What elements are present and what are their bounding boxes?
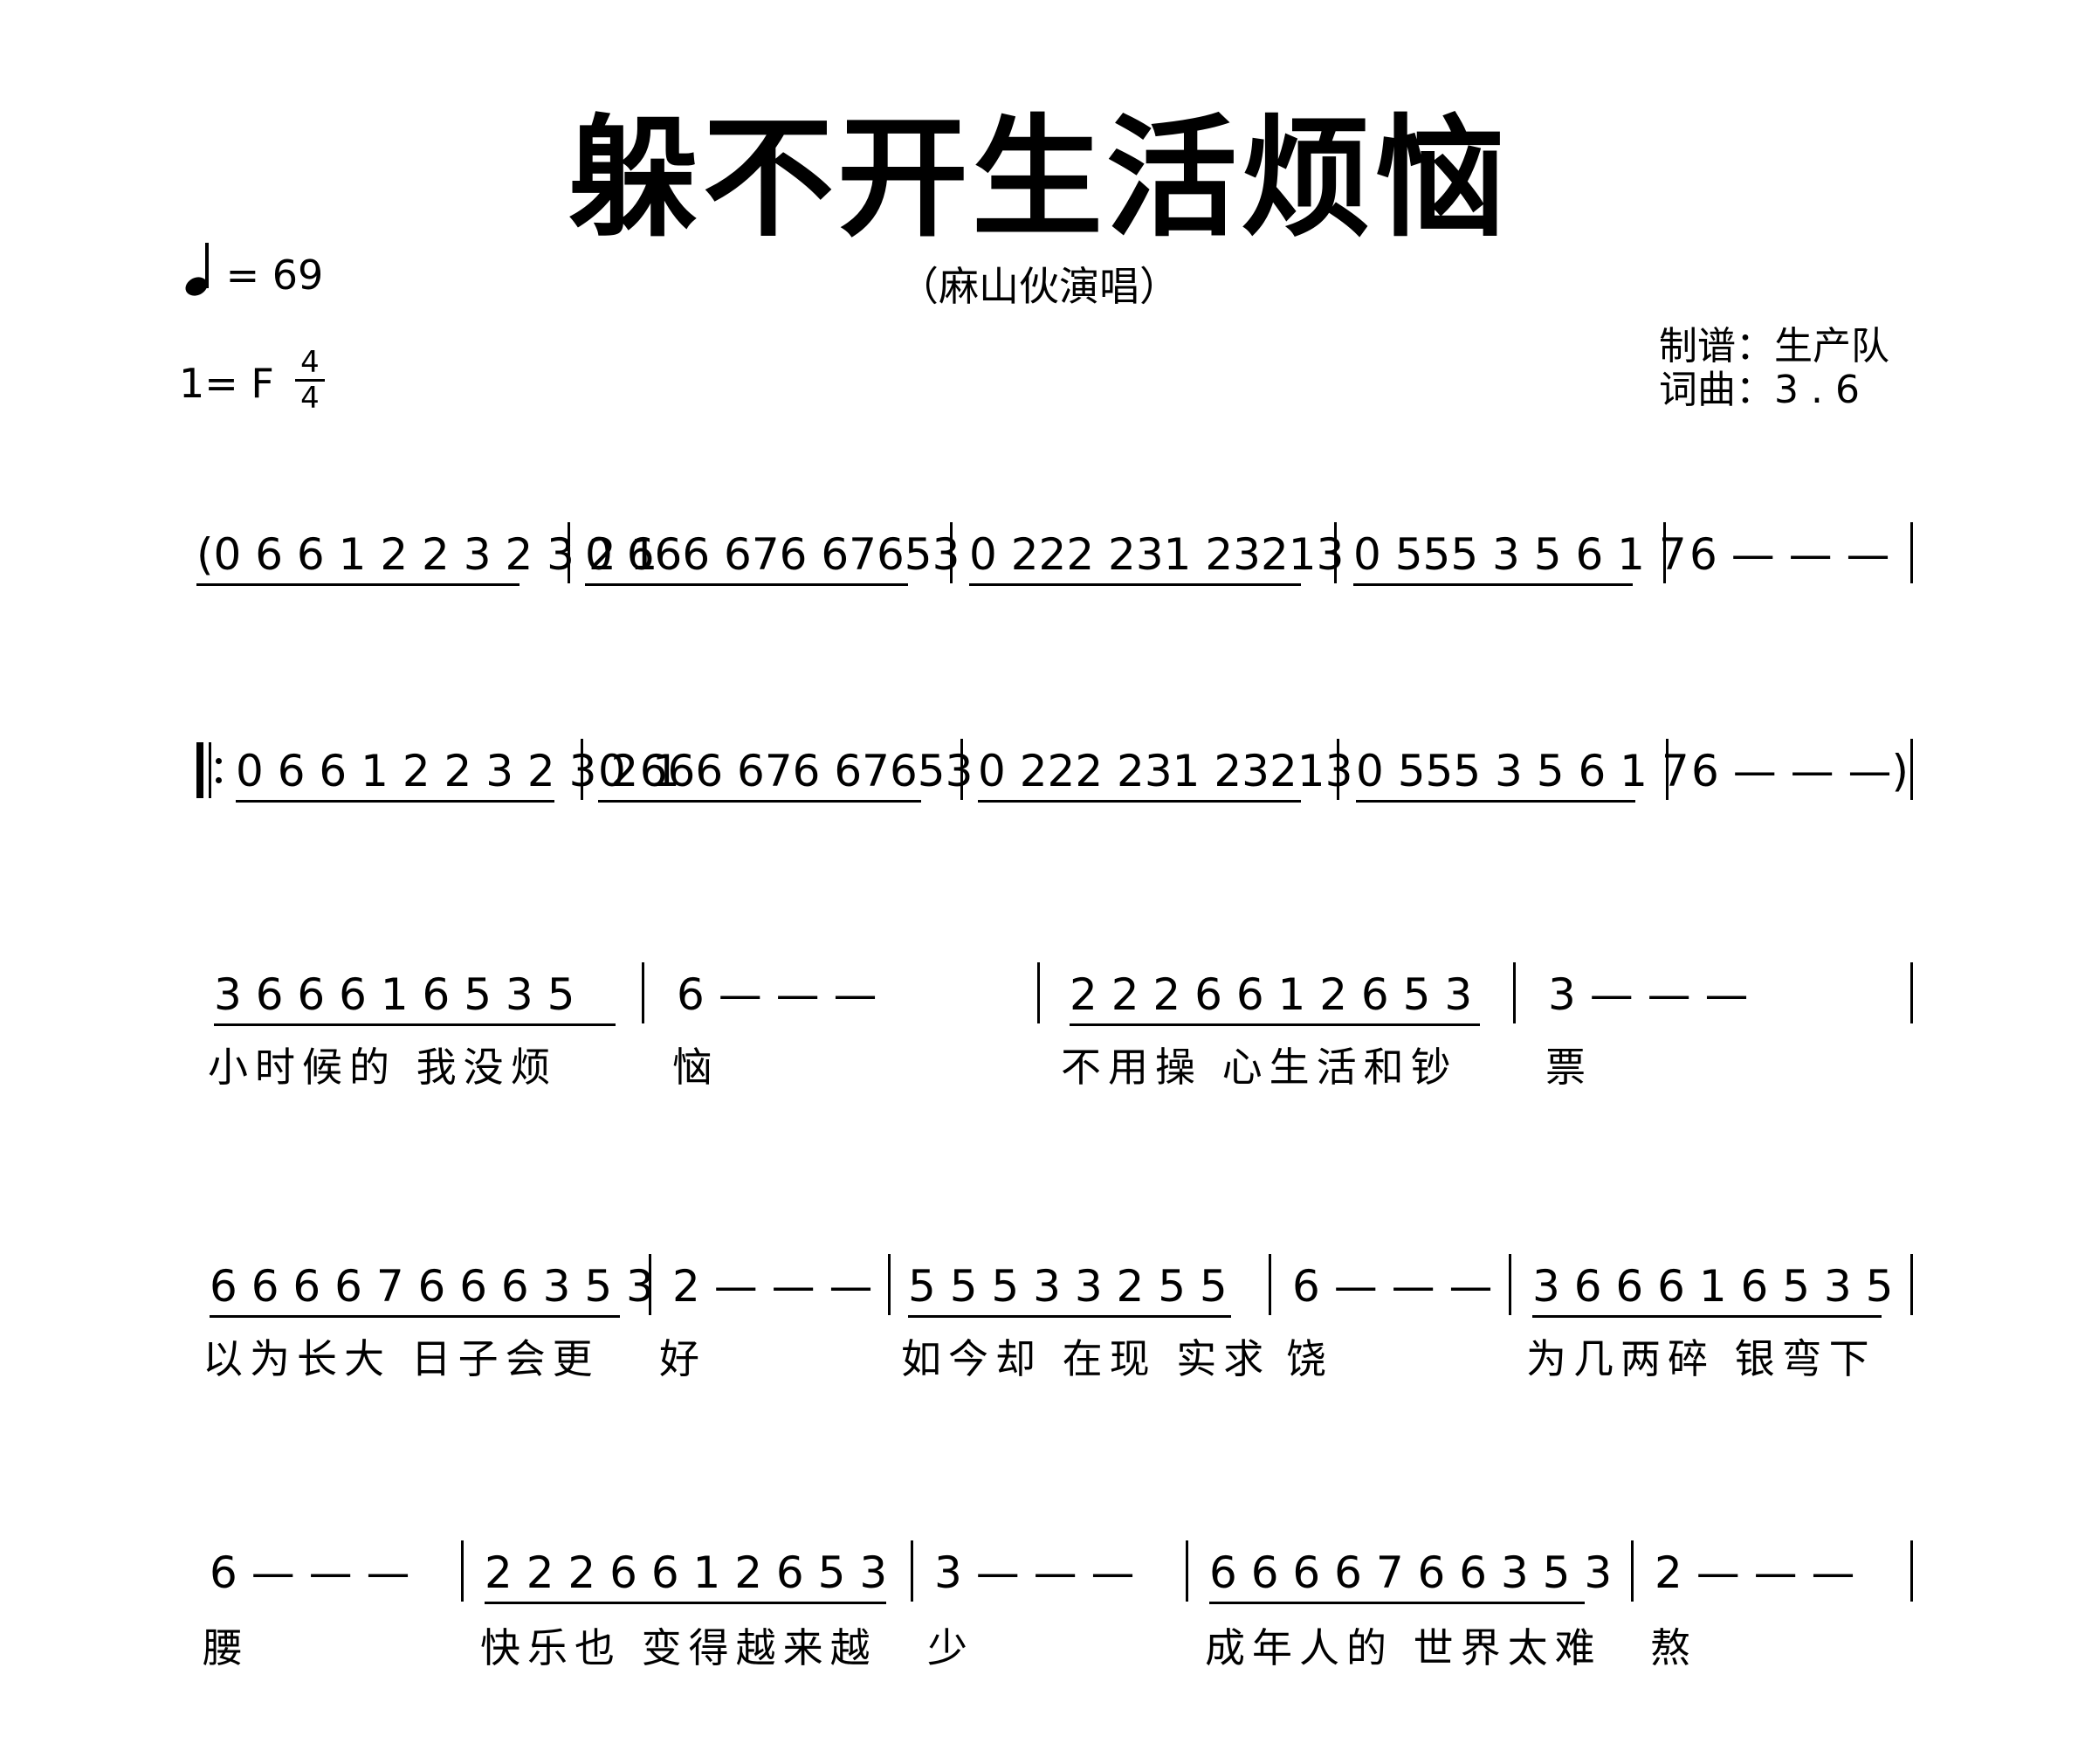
key-signature: 1= F (179, 360, 274, 407)
measure: 6 — — — (1292, 1261, 1493, 1312)
rhythm-underline (1356, 800, 1635, 803)
measure: 0 222 231 23213 (969, 529, 1345, 580)
measure: 2 — — — (672, 1261, 873, 1312)
lyric-line: 快乐也 变得越来越 (480, 1624, 877, 1671)
lyric-line: 腰 (203, 1624, 250, 1671)
score-line: 0 6 6 1 2 2 3 2 3 2 1 0 666 676 67653 0 … (196, 739, 1916, 803)
measure: 0 555 3 5 6 1 7 (1356, 746, 1689, 796)
quarter-note-icon (182, 243, 213, 300)
tempo-marking: = 69 (182, 243, 324, 300)
lyric-line: 熬 (1650, 1624, 1697, 1671)
score-line: 6 6 6 6 7 6 6 6 3 5 3 2 — — — 5 5 5 3 3 … (196, 1254, 1916, 1318)
rhythm-underline (236, 800, 554, 803)
barline (1334, 522, 1337, 583)
rhythm-underline (485, 1602, 886, 1604)
credits: 制谱：生产队 词曲：3 . 6 (1659, 325, 1889, 412)
rhythm-underline (598, 800, 921, 803)
lyric-line: 小时候的 我没烦 (208, 1044, 558, 1091)
measure: 6 — — — (1689, 529, 1890, 580)
barline (1186, 1540, 1188, 1602)
arranger-credit: 制谱：生产队 (1659, 324, 1889, 369)
measure: 2 2 2 6 6 1 2 6 5 3 (1070, 969, 1473, 1020)
barline (1910, 1254, 1913, 1315)
barline (1910, 739, 1913, 800)
lyric-line: 恼 (672, 1044, 719, 1091)
lyric-line: 成年人的 世界太难 (1205, 1624, 1602, 1671)
measure: 3 6 6 6 1 6 5 3 5 (214, 969, 575, 1020)
measure: 6 — — —) (1691, 746, 1909, 796)
measure: 3 — — — (1548, 969, 1749, 1020)
barline (888, 1254, 891, 1315)
barline (1910, 522, 1913, 583)
lyric-line: 好 (659, 1335, 706, 1382)
lyricist-composer-credit: 词曲：3 . 6 (1659, 368, 1860, 412)
rhythm-underline (585, 583, 908, 586)
time-signature-divider (295, 379, 325, 382)
barline (568, 522, 570, 583)
lyric-line: 为几两碎 银弯下 (1526, 1335, 1876, 1382)
rhythm-underline (969, 583, 1301, 586)
song-title: 躲不开生活烦恼 (568, 103, 1510, 255)
repeat-start-sign (196, 742, 223, 798)
rhythm-underline (1070, 1023, 1480, 1026)
barline (911, 1540, 913, 1602)
lyric-line: 少 (927, 1624, 974, 1671)
lyric-line: 饶 (1286, 1335, 1333, 1382)
rhythm-underline (214, 1023, 616, 1026)
rhythm-underline (908, 1315, 1231, 1318)
barline (1663, 522, 1666, 583)
time-signature: 4 4 (295, 348, 325, 413)
measure: 2 — — — (1655, 1547, 1855, 1598)
rhythm-underline (978, 800, 1301, 803)
measure: 2 2 2 6 6 1 2 6 5 3 (485, 1547, 888, 1598)
barline (1631, 1540, 1634, 1602)
barline (461, 1540, 464, 1602)
barline (960, 739, 963, 800)
lyric-line: 票 (1545, 1044, 1593, 1091)
barline (642, 962, 644, 1023)
barline (1269, 1254, 1271, 1315)
lyric-line: 如今却 在现 实求 (901, 1335, 1271, 1382)
time-signature-top: 4 (300, 345, 320, 380)
barline (1910, 962, 1913, 1023)
measure: 0 6 6 1 2 2 3 2 3 2 1 (236, 746, 680, 796)
measure: 0 222 231 23213 (978, 746, 1353, 796)
barline (581, 739, 583, 800)
measure: 3 6 6 6 1 6 5 3 5 (1532, 1261, 1894, 1312)
time-signature-bottom: 4 (300, 381, 320, 416)
barline (1513, 962, 1516, 1023)
barline (1337, 739, 1339, 800)
tempo-value: = 69 (225, 252, 324, 299)
barline (950, 522, 953, 583)
measure: 6 6 6 6 7 6 6 6 3 5 3 (210, 1261, 654, 1312)
measure: 0 666 676 67653 (585, 529, 960, 580)
measure: 0 666 676 67653 (598, 746, 974, 796)
performer-subtitle: （麻山伙演唱） (898, 263, 1180, 310)
rhythm-underline (1532, 1315, 1882, 1318)
score-line: (0 6 6 1 2 2 3 2 3 2 1 0 666 676 67653 0… (196, 522, 1916, 586)
measure: 0 555 3 5 6 1 7 (1353, 529, 1687, 580)
barline (1509, 1254, 1511, 1315)
score-line: 3 6 6 6 1 6 5 3 5 6 — — — 2 2 2 6 6 1 2 … (196, 962, 1916, 1026)
measure: 6 6 6 6 7 6 6 3 5 3 (1209, 1547, 1613, 1598)
measure: 3 — — — (934, 1547, 1135, 1598)
measure: 6 — — — (210, 1547, 410, 1598)
rhythm-underline (196, 583, 520, 586)
rhythm-underline (1209, 1602, 1585, 1604)
barline (1037, 962, 1040, 1023)
lyric-line: 不用操 心生活和钞 (1061, 1044, 1458, 1091)
barline (649, 1254, 651, 1315)
lyric-line: 以为长大 日子会更 (203, 1335, 600, 1382)
barline (1910, 1540, 1913, 1602)
rhythm-underline (1353, 583, 1633, 586)
measure: (0 6 6 1 2 2 3 2 3 2 1 (196, 529, 658, 580)
measure: 6 — — — (677, 969, 877, 1020)
measure: 5 5 5 3 3 2 5 5 (908, 1261, 1228, 1312)
rhythm-underline (210, 1315, 620, 1318)
score-line: 6 — — — 2 2 2 6 6 1 2 6 5 3 3 — — — 6 6 … (196, 1540, 1916, 1604)
barline (1666, 739, 1669, 800)
